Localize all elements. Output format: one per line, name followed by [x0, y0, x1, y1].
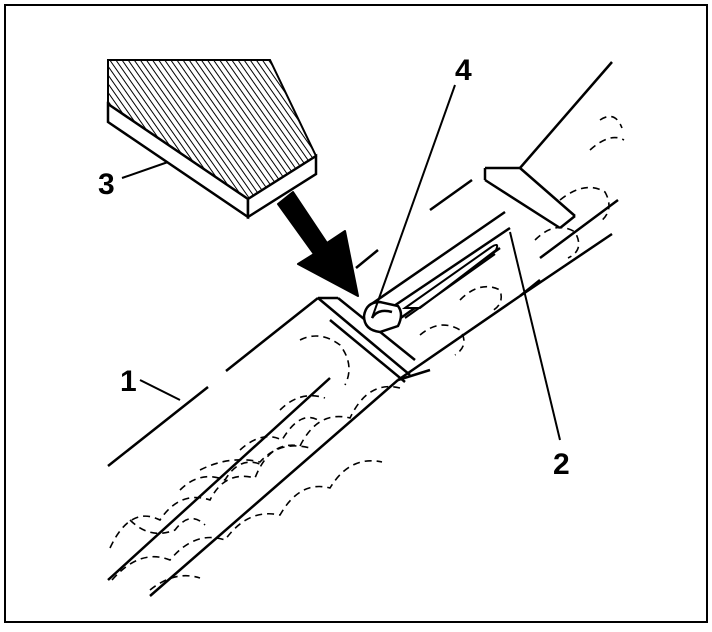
callout-4: 4	[455, 54, 472, 87]
file-block	[106, 59, 318, 220]
leader-4	[371, 84, 456, 319]
rail-part	[107, 61, 619, 597]
figure-border	[4, 4, 708, 623]
direction-arrow	[277, 191, 359, 297]
leader-1	[139, 379, 181, 401]
leader-3	[121, 161, 169, 179]
callout-1: 1	[120, 365, 137, 398]
blade-part	[401, 244, 499, 319]
callout-3: 3	[98, 168, 115, 201]
clip-part	[362, 300, 403, 334]
leader-2	[509, 231, 561, 441]
leader-lines	[121, 84, 561, 441]
callout-2: 2	[553, 448, 570, 481]
hidden-outline	[109, 115, 625, 591]
